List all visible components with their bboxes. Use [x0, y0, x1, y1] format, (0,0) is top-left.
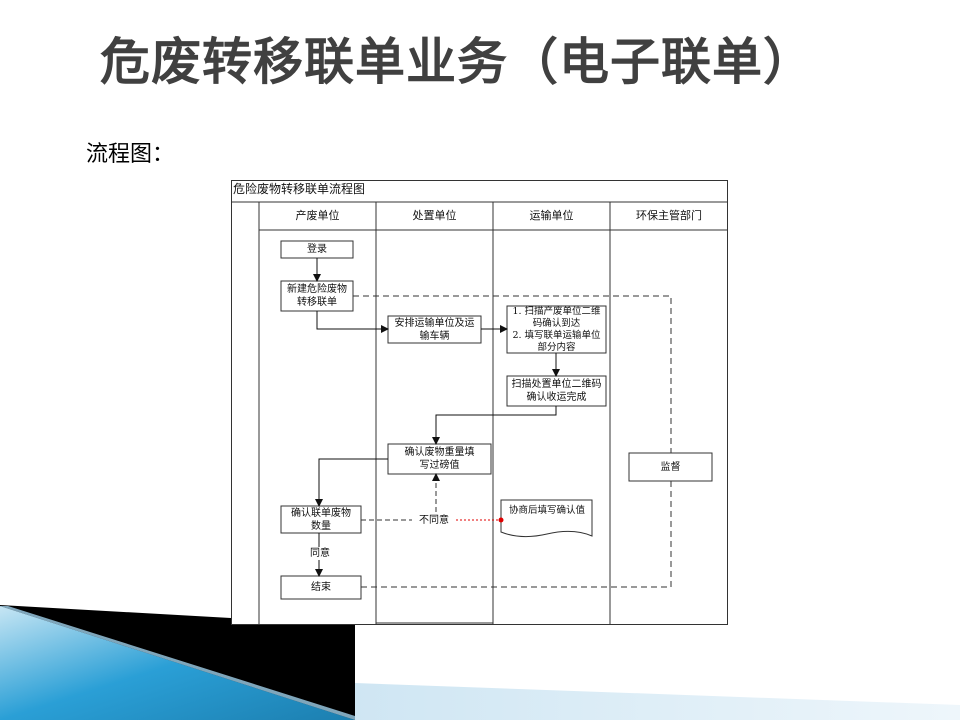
node-box-scan-producer	[506, 305, 607, 354]
node-box-arrange	[387, 315, 482, 344]
negotiate-connector-dot	[498, 517, 504, 523]
node-box-negotiate	[500, 499, 593, 538]
node-supervise: 监督	[660, 461, 681, 473]
node-create-manifest: 新建危险废物转移联单	[287, 284, 347, 308]
node-arrange-transport: 安排运输单位及运输车辆	[394, 317, 475, 342]
edge-label-agree: 同意	[305, 547, 335, 560]
node-login: 登录	[307, 244, 327, 255]
slide-title: 危废转移联单业务（电子联单）	[100, 33, 814, 91]
edge-weight-quantity	[315, 458, 388, 507]
deco-light-band	[355, 683, 960, 720]
lane-header-producer: 产废单位	[295, 209, 340, 222]
node-scan-disposal: 扫描处置单位二维码确认收运完成	[511, 379, 602, 403]
slide-subtitle: 流程图：	[86, 142, 175, 167]
node-scan-producer: 1. 扫描产废单位二维码确认到达 2. 填写联单运输单位部分内容	[512, 305, 601, 353]
deco-stripe	[0, 606, 355, 720]
edge-supervise-link-bottom	[361, 481, 672, 588]
lane-header-disposal: 处置单位	[412, 209, 457, 222]
edge-supervise-link-top	[353, 295, 672, 453]
flowchart-title: 危险废物转移联单流程图	[233, 182, 366, 196]
edge-label-disagree: 不同意	[412, 514, 456, 527]
node-confirm-quantity: 确认联单废物数量	[291, 507, 351, 532]
edge-create-arrange	[316, 311, 389, 333]
lane-header-transport: 运输单位	[529, 209, 574, 222]
edge-scan-disposal-weight	[432, 406, 557, 445]
flowchart: 危险废物转移联单流程图 产废单位 处置单位 运输单位 环保主管部门 登录 新建危…	[231, 180, 728, 625]
node-negotiate: 协商后填写确认值	[508, 505, 585, 516]
node-confirm-weight: 确认废物重量填写过磅值	[404, 447, 475, 471]
node-end: 结束	[311, 582, 331, 593]
lane-header-epa: 环保主管部门	[636, 209, 702, 222]
